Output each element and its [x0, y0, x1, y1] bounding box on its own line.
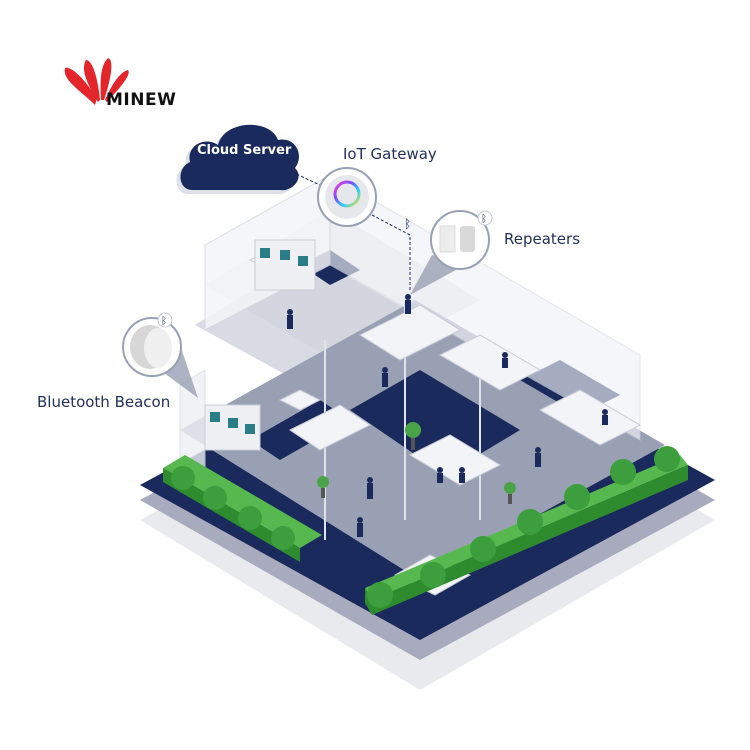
repeaters-label: Repeaters — [504, 230, 581, 248]
people — [287, 294, 608, 537]
hedge-right — [365, 446, 688, 615]
svg-text:ᛒ: ᛒ — [481, 214, 487, 225]
bluetooth-icon: ᛒ — [404, 217, 411, 231]
hedge-left — [163, 455, 322, 562]
minew-logo-icon — [64, 58, 129, 105]
cloud-server-label: Cloud Server — [197, 143, 292, 158]
glass-wall-back-right — [329, 174, 641, 441]
svg-text:ᛒ: ᛒ — [161, 316, 167, 327]
furniture — [248, 244, 642, 596]
link-gateway-repeater — [371, 214, 411, 292]
repeater-device-icon: ᛒ — [410, 210, 493, 295]
iot-gateway-label: IoT Gateway — [343, 145, 437, 163]
beacon-device-icon: ᛒ — [122, 312, 198, 398]
plants — [317, 422, 516, 504]
bluetooth-beacon-label: Bluetooth Beacon — [37, 393, 171, 411]
cloud-icon — [176, 124, 299, 195]
carpet-center — [350, 370, 520, 475]
shelves — [204, 239, 316, 451]
link-cloud-gateway — [291, 171, 323, 187]
brand-name: MINEW — [106, 90, 177, 110]
gateway-device-icon — [317, 167, 377, 227]
